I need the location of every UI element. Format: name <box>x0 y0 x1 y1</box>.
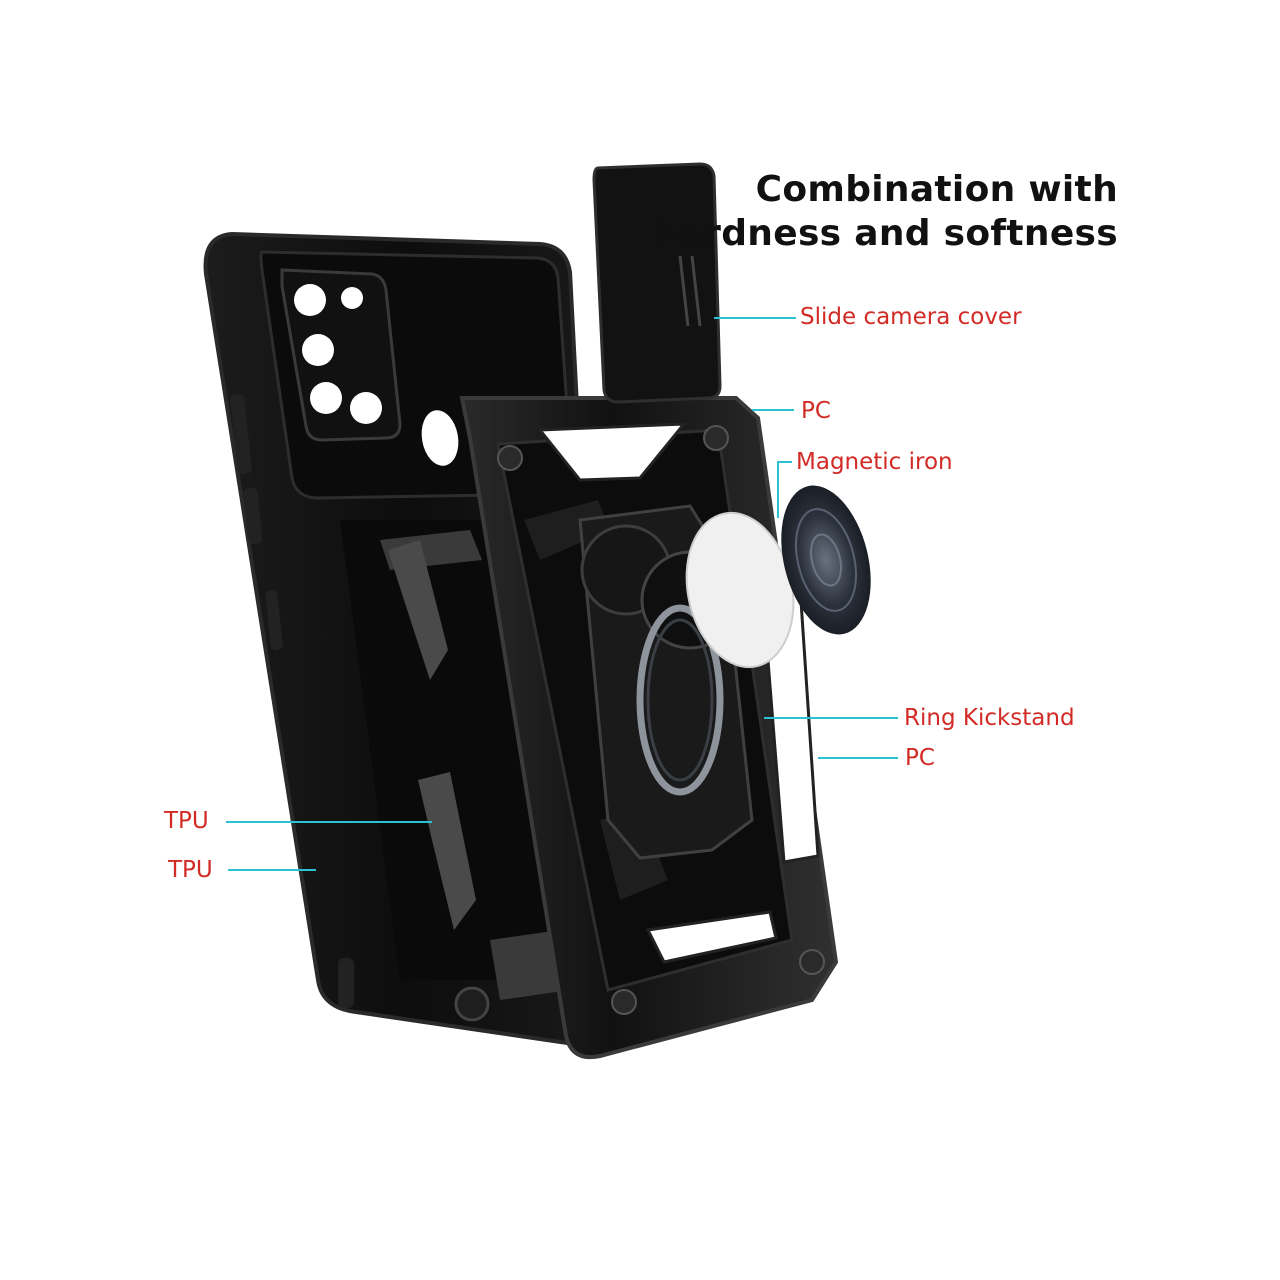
leader-lines <box>226 317 898 871</box>
ring-disc <box>781 485 871 635</box>
label-pc-bottom: PC <box>905 745 935 771</box>
slide-camera-cover <box>592 162 722 404</box>
label-tpu-top: TPU <box>164 808 209 834</box>
label-magnetic-iron: Magnetic iron <box>796 449 953 475</box>
label-pc-top: PC <box>801 398 831 424</box>
headline: Combination with hardness and softness <box>653 168 1118 256</box>
label-tpu-bottom: TPU <box>168 857 213 883</box>
label-ring-kickstand: Ring Kickstand <box>904 705 1075 731</box>
headline-line-2: hardness and softness <box>652 213 1118 254</box>
leader-magnetic-iron <box>777 461 792 518</box>
headline-line-1: Combination with <box>755 169 1118 210</box>
label-slide-camera-cover: Slide camera cover <box>800 304 1022 330</box>
